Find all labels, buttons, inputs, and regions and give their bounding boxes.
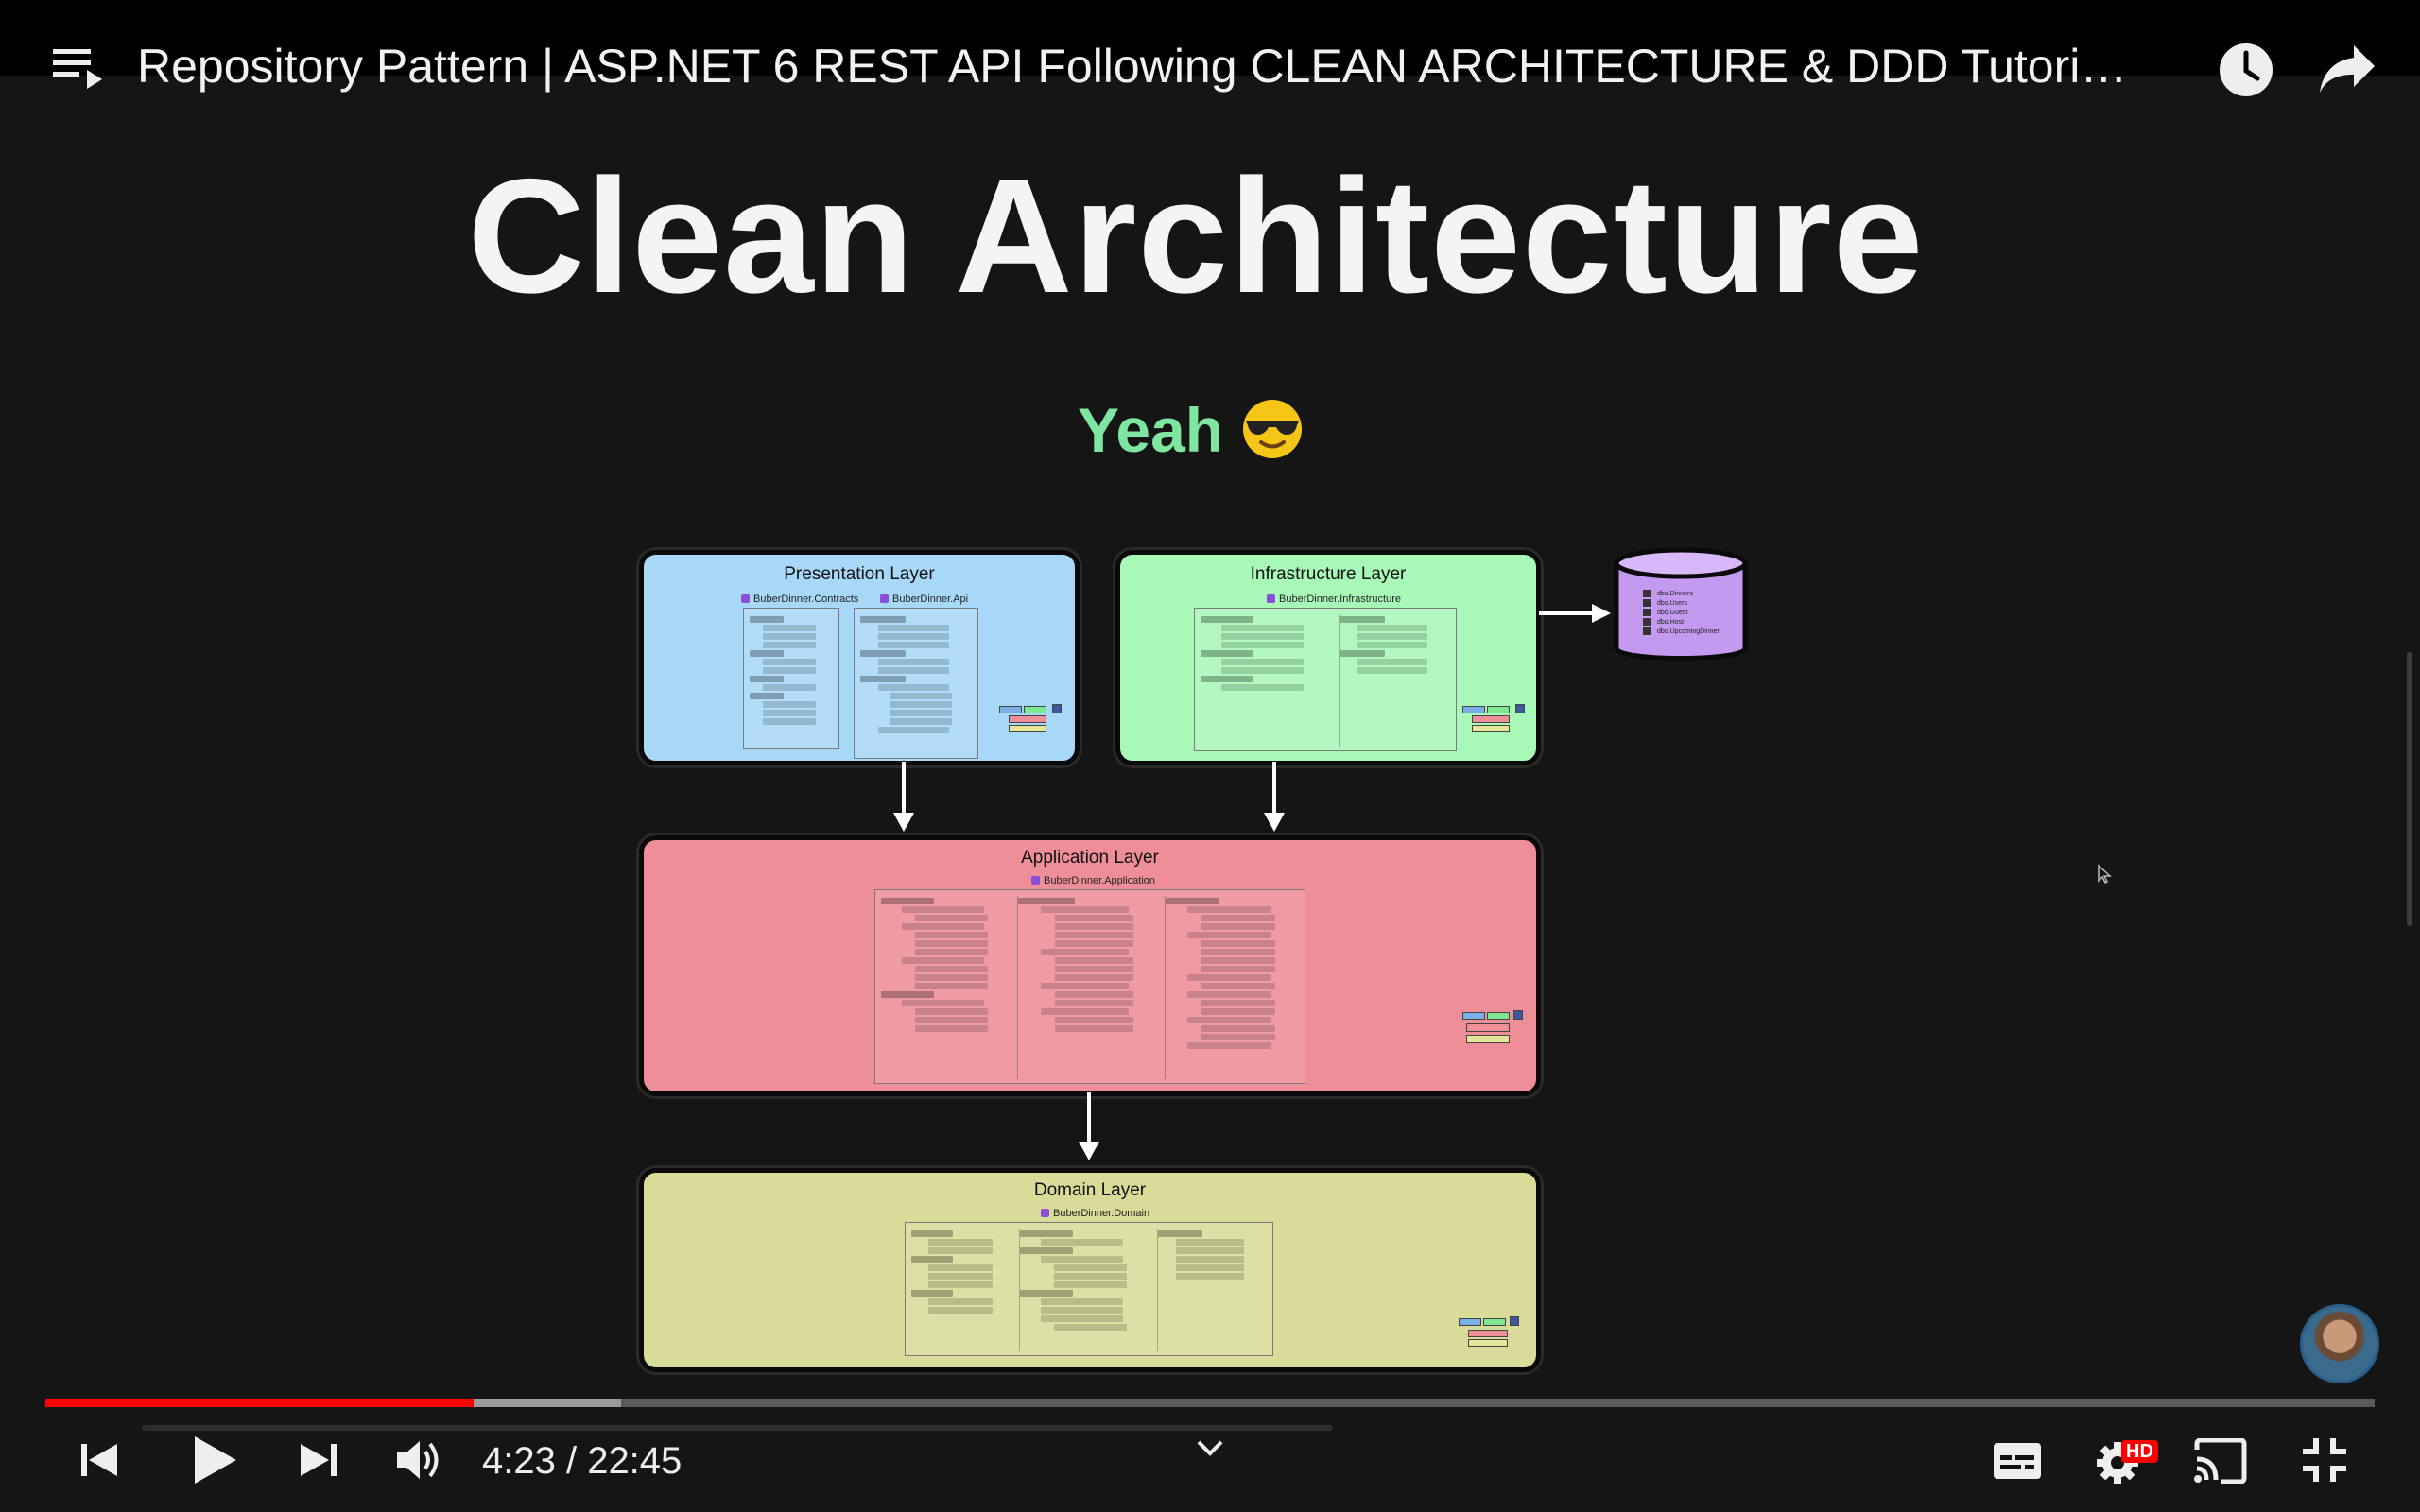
channel-avatar[interactable] (2300, 1304, 2379, 1383)
sunglasses-emoji-icon (1243, 400, 1302, 458)
hd-badge: HD (2121, 1440, 2158, 1463)
scrollbar[interactable] (2407, 652, 2412, 926)
domain-layer-title: Domain Layer (1033, 1180, 1147, 1200)
previous-icon[interactable] (79, 1440, 119, 1480)
watch-later-icon[interactable] (2216, 40, 2276, 100)
video-title[interactable]: Repository Pattern | ASP.NET 6 REST API … (137, 40, 2128, 93)
contracts-file-tree (743, 608, 839, 749)
player-top-bar (0, 0, 2420, 76)
project-infrastructure: BuberDinner.Infrastructure (1267, 593, 1401, 606)
db-table: dbo.Dinners (1657, 591, 1693, 597)
db-table: dbo.Users (1657, 600, 1687, 607)
exit-fullscreen-icon[interactable] (2301, 1436, 2348, 1484)
infrastructure-layer-title: Infrastructure Layer (1250, 564, 1407, 584)
project-application: BuberDinner.Application (1031, 874, 1155, 887)
domain-file-tree (905, 1222, 1273, 1356)
application-file-tree (874, 889, 1305, 1084)
chevron-down-icon[interactable] (1193, 1436, 1227, 1461)
project-domain: BuberDinner.Domain (1041, 1207, 1150, 1220)
cast-icon[interactable] (2193, 1438, 2248, 1484)
infrastructure-file-tree (1194, 608, 1457, 751)
presentation-to-application-arrow (893, 762, 914, 832)
infrastructure-to-application-arrow (1264, 762, 1285, 832)
infrastructure-legend (1462, 696, 1529, 744)
volume-icon[interactable] (395, 1438, 444, 1482)
chapter-scrub-bar[interactable] (142, 1425, 1333, 1431)
presentation-layer-title: Presentation Layer (784, 564, 935, 584)
presentation-legend (999, 696, 1065, 744)
domain-layer-box: Domain Layer BuberDinner.Domain (639, 1168, 1541, 1372)
subtitles-icon[interactable] (1993, 1442, 2042, 1480)
playlist-icon[interactable] (49, 45, 106, 98)
progress-track[interactable] (45, 1399, 2375, 1407)
application-layer-title: Application Layer (1021, 848, 1159, 868)
application-to-domain-arrow (1079, 1092, 1099, 1160)
db-table: dbo.Host (1657, 619, 1685, 626)
application-legend (1457, 1006, 1525, 1054)
domain-legend (1457, 1314, 1525, 1352)
database-tables: dbo.Dinners dbo.Users dbo.Guest dbo.Host… (1657, 590, 1752, 637)
slide-subtitle: Yeah (1078, 395, 1224, 465)
database-cylinder (1614, 547, 1748, 661)
share-icon[interactable] (2316, 40, 2378, 96)
api-file-tree (854, 608, 978, 759)
infrastructure-layer-box: Infrastructure Layer BuberDinner.Infrast… (1115, 550, 1541, 765)
db-table: dbo.Guest (1657, 610, 1688, 616)
presentation-layer-box: Presentation Layer BuberDinner.Contracts… (639, 550, 1080, 765)
next-icon[interactable] (299, 1440, 338, 1480)
slide-title: Clean Architecture (467, 146, 1925, 327)
db-table: dbo.UpcomingDinner (1657, 628, 1720, 635)
application-layer-box: Application Layer BuberDinner.Applicatio… (639, 835, 1541, 1096)
project-contracts: BuberDinner.Contracts (741, 593, 858, 606)
progress-played (45, 1399, 474, 1407)
infrastructure-to-database-arrow (1539, 604, 1611, 623)
mouse-cursor-icon (2098, 864, 2112, 885)
time-display: 4:23 / 22:45 (482, 1440, 683, 1482)
project-api: BuberDinner.Api (880, 593, 968, 606)
play-icon[interactable] (191, 1435, 238, 1486)
